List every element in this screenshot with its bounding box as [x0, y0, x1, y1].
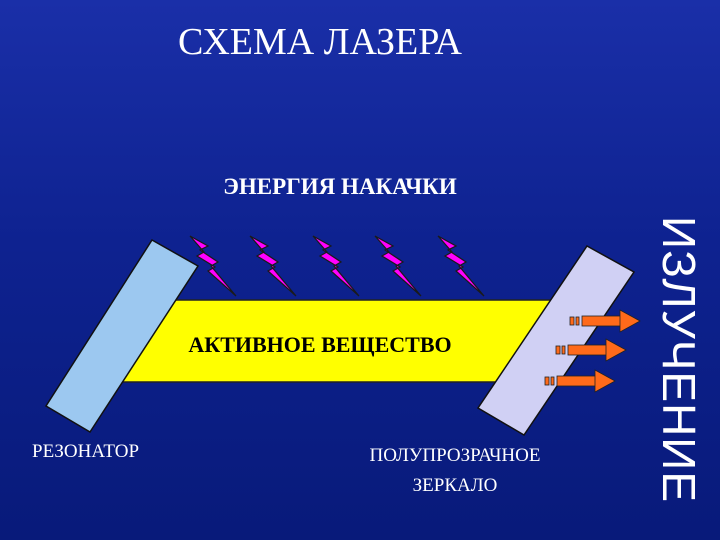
pump-bolt-icon	[189, 235, 237, 297]
beam-arrow-icon	[569, 309, 641, 333]
semi-mirror-label: ПОЛУПРОЗРАЧНОЕ ЗЕРКАЛО	[330, 441, 580, 501]
radiation-label-box: ИЗЛУЧЕНИЕ	[648, 190, 710, 530]
pump-energy-label: ЭНЕРГИЯ НАКАЧКИ	[223, 174, 457, 199]
beam-arrow-icon	[544, 369, 616, 393]
resonator-label: РЕЗОНАТОР	[32, 441, 140, 462]
active-medium-label: АКТИВНОЕ ВЕЩЕСТВО	[188, 332, 452, 357]
pump-bolts	[189, 235, 485, 297]
beam-arrow-icon	[555, 338, 627, 362]
pump-bolt-icon	[437, 235, 485, 297]
semi-mirror-label-line1: ПОЛУПРОЗРАЧНОЕ	[369, 445, 541, 466]
beam-arrows	[544, 309, 641, 393]
page-title: СХЕМА ЛАЗЕРА	[178, 21, 462, 63]
pump-bolt-icon	[249, 235, 297, 297]
semi-mirror-label-line2: ЗЕРКАЛО	[412, 475, 498, 496]
pump-bolt-icon	[374, 235, 422, 297]
radiation-label: ИЗЛУЧЕНИЕ	[653, 216, 705, 504]
semi-transparent-mirror	[476, 245, 636, 437]
pump-bolt-icon	[312, 235, 360, 297]
resonator-mirror	[44, 238, 200, 434]
